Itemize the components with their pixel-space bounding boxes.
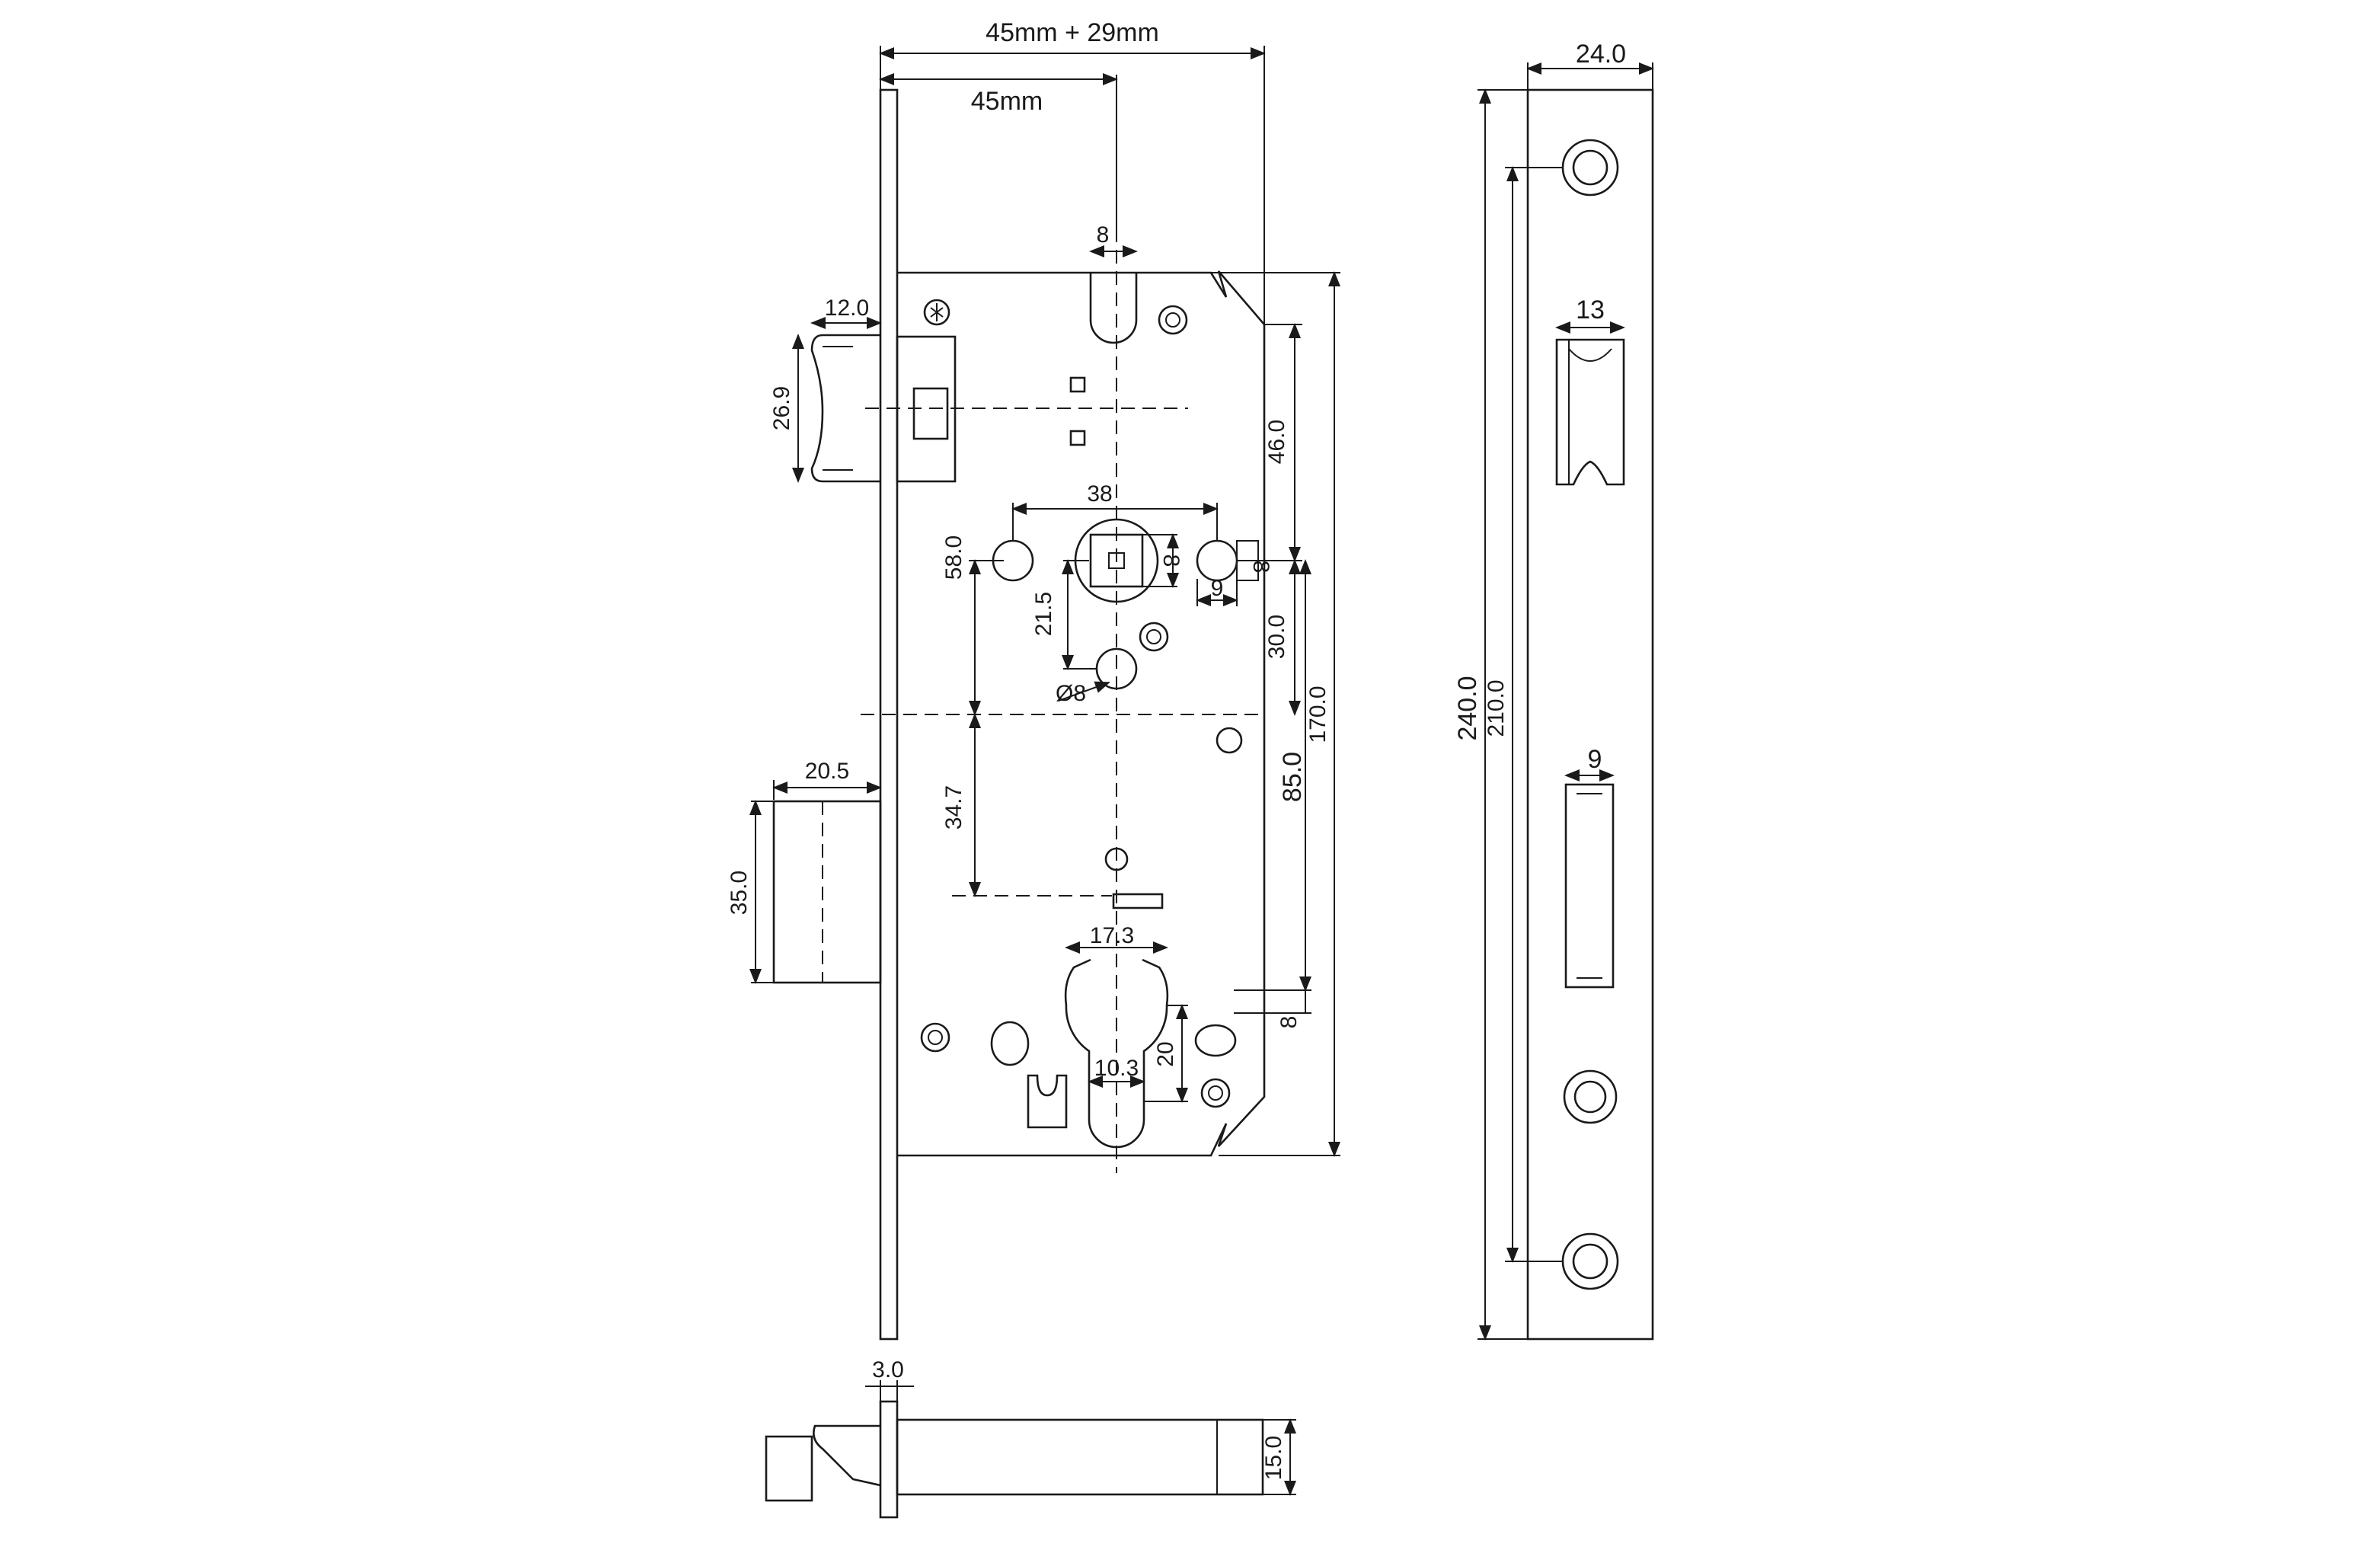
faceplate [1526,88,1654,1341]
dim-side-hole-width: 9 [1211,576,1224,601]
dim-cylinder-width: 17.3 [1090,923,1134,948]
bottom-view: 3.0 15.0 [765,1357,1296,1519]
dim-bolt-slot: 9 [1588,745,1602,774]
dim-deadbolt-width: 20.5 [805,759,849,784]
dim-faceplate-thickness: 3.0 [872,1357,904,1382]
dim-faceplate-width: 24.0 [1576,40,1626,69]
dim-deadbolt-height: 35.0 [727,871,752,915]
screw-top-left [923,299,950,326]
dim-total-width: 45mm + 29mm [986,18,1159,47]
dim-170: 170.0 [1305,686,1331,743]
dim-spindle-square: 8 [1158,555,1184,567]
front-view: 45mm + 29mm 45mm 8 12.0 26.9 38 8 9 8 [727,18,1340,1341]
dim-bolt-projection: 15.0 [1261,1436,1286,1480]
dim-34-7: 34.7 [941,785,966,829]
bolt-slot [1564,783,1615,989]
screw-bottom-left [920,1022,950,1053]
deadbolt [772,800,882,984]
dim-latch-slot: 13 [1576,296,1605,324]
dim-cylinder-offset: 8 [1276,1016,1302,1029]
dim-58: 58.0 [941,535,966,580]
screw-bottom-right [1200,1078,1231,1108]
dim-side-hole-height: 8 [1248,561,1273,574]
dim-30: 30.0 [1264,615,1289,659]
dim-85: 85.0 [1278,752,1307,802]
bottom-latch [813,1424,881,1487]
dim-46: 46.0 [1264,420,1289,464]
dim-21-5: 21.5 [1031,592,1056,636]
lock-case [897,270,1266,1157]
dim-cylinder-height: 20 [1153,1041,1178,1066]
bottom-forend [879,1400,899,1519]
dim-cylinder-slot: 10.3 [1094,1056,1139,1081]
screw-middle [1139,622,1169,652]
dim-latch-width: 12.0 [825,296,869,321]
forend-plate [879,88,899,1341]
dim-faceplate-length: 240.0 [1453,676,1482,740]
dim-hole-diameter: Ø8 [1056,681,1086,706]
screw-top-right [1158,305,1188,335]
latch-slot [1555,338,1625,486]
top-slot [1089,273,1138,344]
handle-follower [992,518,1238,690]
bottom-case [896,1418,1264,1496]
faceplate-view: 24.0 13 9 240.0 210.0 [1453,40,1654,1341]
dim-hole-spacing-faceplate: 210.0 [1484,679,1509,737]
dim-latch-height: 26.9 [769,386,794,430]
dim-top-slot: 8 [1097,222,1110,248]
dim-backset: 45mm [971,87,1043,116]
dim-hole-spacing: 38 [1087,481,1112,507]
